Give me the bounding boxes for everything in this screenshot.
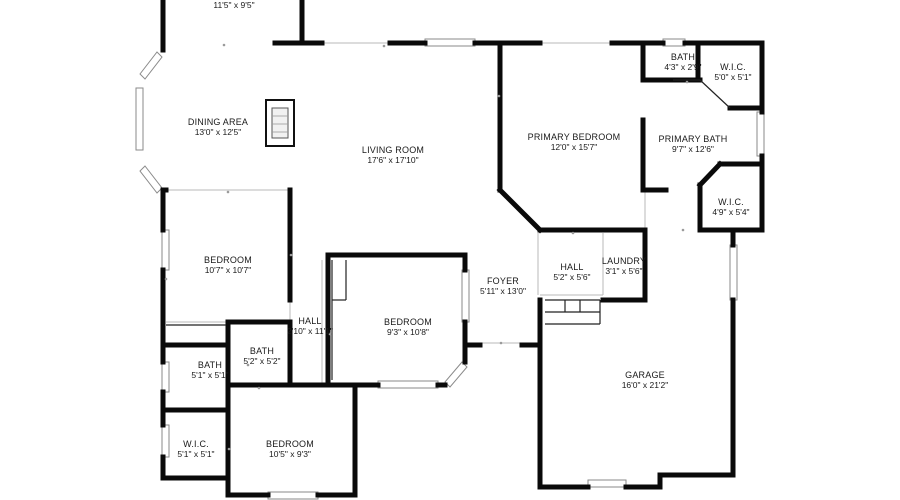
window — [377, 380, 439, 389]
living-room-dims: 17'6" x 17'10" — [367, 155, 418, 165]
bath-west-name: BATH — [198, 360, 222, 370]
wic-primary-top-name: W.I.C. — [720, 62, 746, 72]
details — [166, 79, 731, 380]
laundry-dims: 3'1" x 5'6" — [605, 266, 642, 276]
bedroom-center-name: BEDROOM — [384, 317, 432, 327]
garage-dims: 16'0" x 21'2" — [622, 380, 669, 390]
hall-west-name: HALL — [298, 316, 321, 326]
bedroom-south-name: BEDROOM — [266, 439, 314, 449]
marker-dots — [164, 43, 689, 451]
room-labels: 11'5" x 9'5" DINING AREA 13'0" x 12'5" L… — [177, 0, 751, 459]
window — [729, 244, 738, 301]
bedroom-west-dims: 10'7" x 10'7" — [205, 265, 252, 275]
bath-small-name: BATH — [250, 346, 274, 356]
hall-east-dims: 5'2" x 5'6" — [553, 272, 590, 282]
window — [267, 491, 319, 500]
wic-west-name: W.I.C. — [183, 439, 209, 449]
primary-bedroom-dims: 12'0" x 15'7" — [551, 142, 598, 152]
wic-primary-top-dims: 5'0" x 5'1" — [714, 72, 751, 82]
window — [161, 424, 170, 458]
window — [139, 165, 163, 194]
window — [139, 51, 163, 80]
window — [662, 38, 686, 47]
foyer-name: FOYER — [487, 276, 519, 286]
walls — [160, 0, 765, 498]
foyer-dims: 5'11" x 13'0" — [480, 286, 526, 296]
primary-bath-name: PRIMARY BATH — [659, 134, 728, 144]
dining-area-dims: 13'0" x 12'5" — [195, 127, 242, 137]
hall-east-name: HALL — [560, 262, 583, 272]
window — [161, 229, 170, 271]
window — [161, 361, 170, 393]
bath-primary-name: BATH — [671, 52, 695, 62]
window — [587, 479, 627, 488]
wic-west-dims: 5'1" x 5'1" — [177, 449, 214, 459]
bath-west-dims: 5'1" x 5'1" — [191, 370, 228, 380]
living-room-name: LIVING ROOM — [362, 145, 424, 155]
bath-primary-dims: 4'3" x 2'9" — [664, 62, 701, 72]
wic-primary-bottom-dims: 4'9" x 5'4" — [712, 207, 749, 217]
laundry-name: LAUNDRY — [602, 256, 646, 266]
window — [444, 361, 468, 388]
dining-area-name: DINING AREA — [188, 117, 248, 127]
bath-small-dims: 5'2" x 5'2" — [243, 356, 280, 366]
window — [461, 269, 470, 323]
fireplace-icon — [265, 99, 295, 147]
garage-name: GARAGE — [625, 370, 665, 380]
hall-west-dims: 2'10" x 11'1" — [287, 326, 333, 336]
bedroom-west-name: BEDROOM — [204, 255, 252, 265]
window — [135, 87, 144, 151]
wic-primary-bottom-name: W.I.C. — [718, 197, 744, 207]
window — [424, 38, 476, 47]
room-top-partial-dims: 11'5" x 9'5" — [213, 0, 254, 10]
primary-bath-dims: 9'7" x 12'6" — [672, 144, 714, 154]
primary-bedroom-name: PRIMARY BEDROOM — [528, 132, 621, 142]
bedroom-center-dims: 9'3" x 10'8" — [387, 327, 429, 337]
bedroom-south-dims: 10'5" x 9'3" — [269, 449, 311, 459]
window — [756, 111, 765, 157]
